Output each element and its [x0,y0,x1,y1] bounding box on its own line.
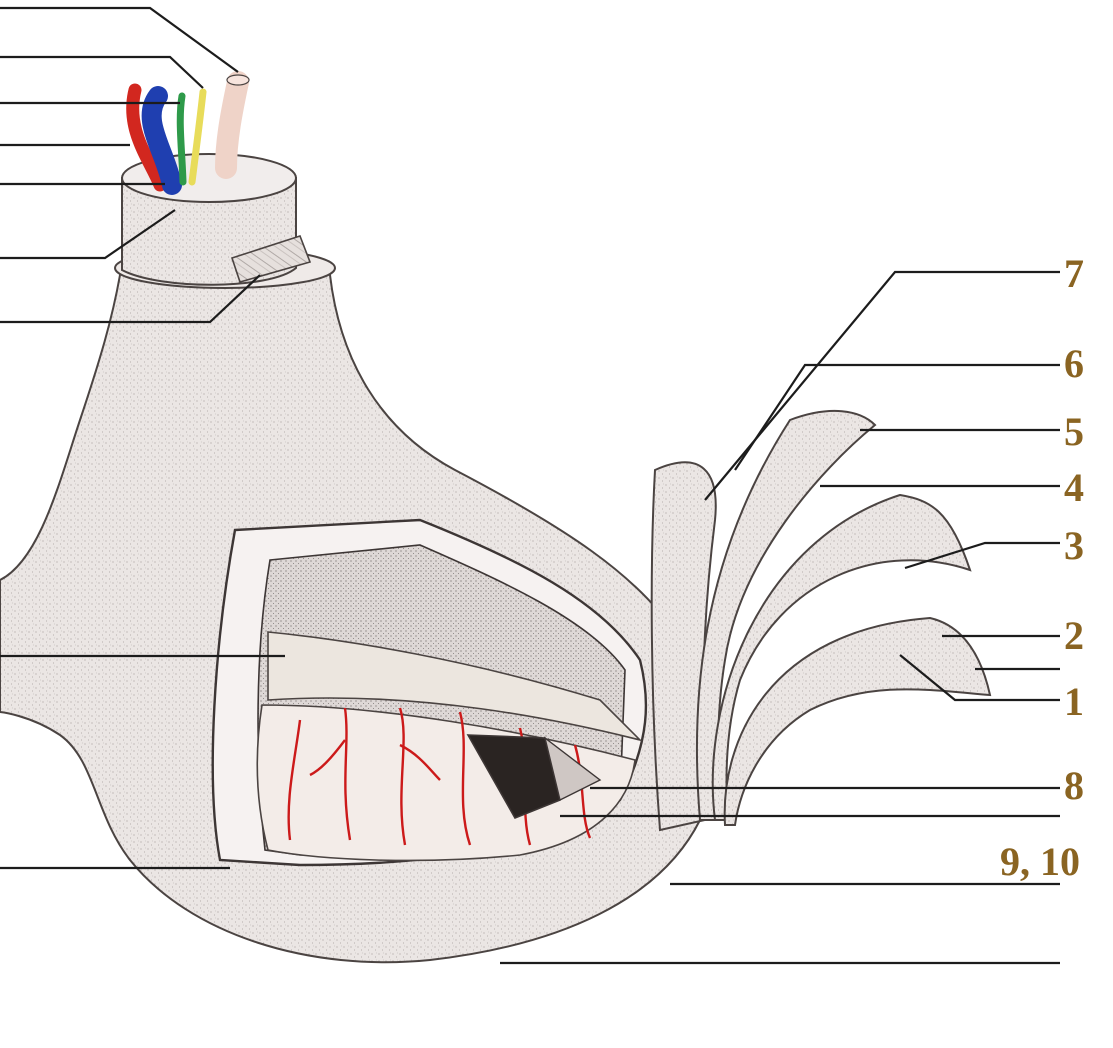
cord-vessels [133,75,249,185]
label-7: 7 [1064,254,1084,294]
label-3: 3 [1064,526,1084,566]
label-6: 6 [1064,344,1084,384]
reflected-layers [652,411,990,830]
label-5: 5 [1064,412,1084,452]
label-2: 2 [1064,616,1084,656]
label-8: 8 [1064,766,1084,806]
label-9-10: 9, 10 [1000,842,1080,882]
label-1: 1 [1064,682,1084,722]
label-4: 4 [1064,468,1084,508]
